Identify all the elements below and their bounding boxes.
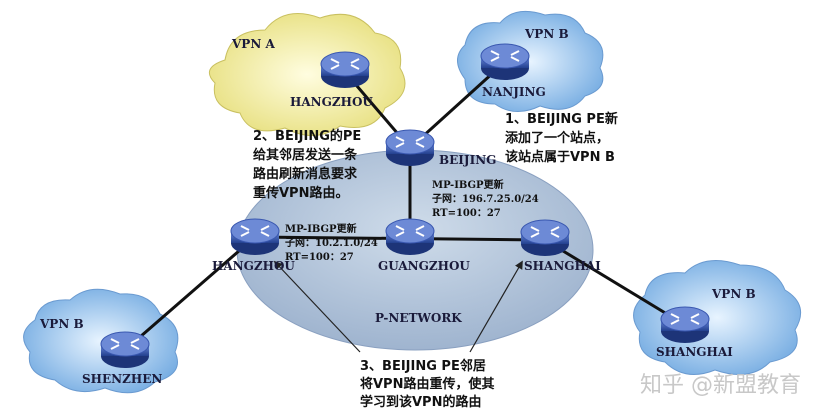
router-icon bbox=[385, 129, 435, 166]
vpn-b-right-cloud bbox=[633, 260, 802, 375]
router-label-shenzhen: SHENZHEN bbox=[82, 372, 162, 386]
router-label-beijing: BEIJING bbox=[439, 153, 496, 167]
step3-note: 3、BEIJING PE邻居 将VPN路由重传，使其 学习到该VPN的路由 bbox=[360, 358, 494, 410]
router-icon bbox=[320, 51, 370, 88]
router-icon bbox=[520, 219, 570, 256]
router-icon bbox=[230, 218, 280, 255]
note-line: 给其邻居发送一条 bbox=[253, 147, 358, 163]
router-label-shanghai-pe: SHANGHAI bbox=[524, 259, 601, 273]
router-icon bbox=[660, 306, 710, 343]
router-label-shanghai-ce: SHANGHAI bbox=[656, 345, 733, 359]
update-line: 子网：196.7.25.0/24 bbox=[432, 193, 539, 205]
arrows bbox=[273, 260, 523, 353]
note-line: 添加了一个站点， bbox=[505, 130, 609, 146]
update-line: MP-IBGP更新 bbox=[285, 222, 357, 235]
router-label-guangzhou: GUANGZHOU bbox=[378, 259, 470, 273]
p-network-label: P-NETWORK bbox=[375, 311, 462, 325]
vpn-a-cloud bbox=[208, 13, 406, 136]
vpn-b-top-label: VPN B bbox=[524, 27, 569, 41]
update-line: RT=100：27 bbox=[432, 208, 501, 219]
note-line: 该站点属于VPN B bbox=[505, 149, 615, 165]
note-line: 路由刷新消息要求 bbox=[253, 166, 358, 182]
vpn-b-left-label: VPN B bbox=[39, 317, 84, 331]
router-icon bbox=[385, 218, 435, 255]
note-line: 2、BEIJING的PE bbox=[253, 128, 361, 144]
router-icon bbox=[480, 43, 530, 80]
router-label-nanjing: NANJING bbox=[482, 85, 546, 99]
note-line: 将VPN路由重传，使其 bbox=[360, 376, 494, 392]
note-line: 3、BEIJING PE邻居 bbox=[360, 358, 486, 374]
beijing-update: MP-IBGP更新 子网：196.7.25.0/24 RT=100：27 bbox=[432, 178, 539, 219]
note-line: 学习到该VPN的路由 bbox=[360, 394, 481, 410]
step1-note: 1、BEIJING PE新 添加了一个站点， 该站点属于VPN B bbox=[505, 111, 618, 165]
step2-note: 2、BEIJING的PE 给其邻居发送一条 路由刷新消息要求 重传VPN路由。 bbox=[253, 128, 361, 201]
update-line: MP-IBGP更新 bbox=[432, 178, 504, 191]
watermark: 知乎 @新盟教育 bbox=[640, 373, 801, 398]
update-line: RT=100：27 bbox=[285, 252, 354, 263]
vpn-b-top-cloud bbox=[457, 10, 604, 112]
vpn-b-left-cloud bbox=[23, 288, 179, 394]
vpn-a-label: VPN A bbox=[231, 37, 275, 51]
vpn-b-right-label: VPN B bbox=[711, 287, 756, 301]
router-label-hangzhou-ce: HANGZHOU bbox=[290, 95, 373, 109]
router-label-hangzhou-pe: HANGZHOU bbox=[212, 259, 295, 273]
hangzhou-update: MP-IBGP更新 子网：10.2.1.0/24 RT=100：27 bbox=[285, 222, 378, 263]
note-line: 重传VPN路由。 bbox=[253, 185, 348, 201]
update-line: 子网：10.2.1.0/24 bbox=[285, 237, 378, 249]
router-icon bbox=[100, 331, 150, 368]
note-line: 1、BEIJING PE新 bbox=[505, 111, 618, 127]
